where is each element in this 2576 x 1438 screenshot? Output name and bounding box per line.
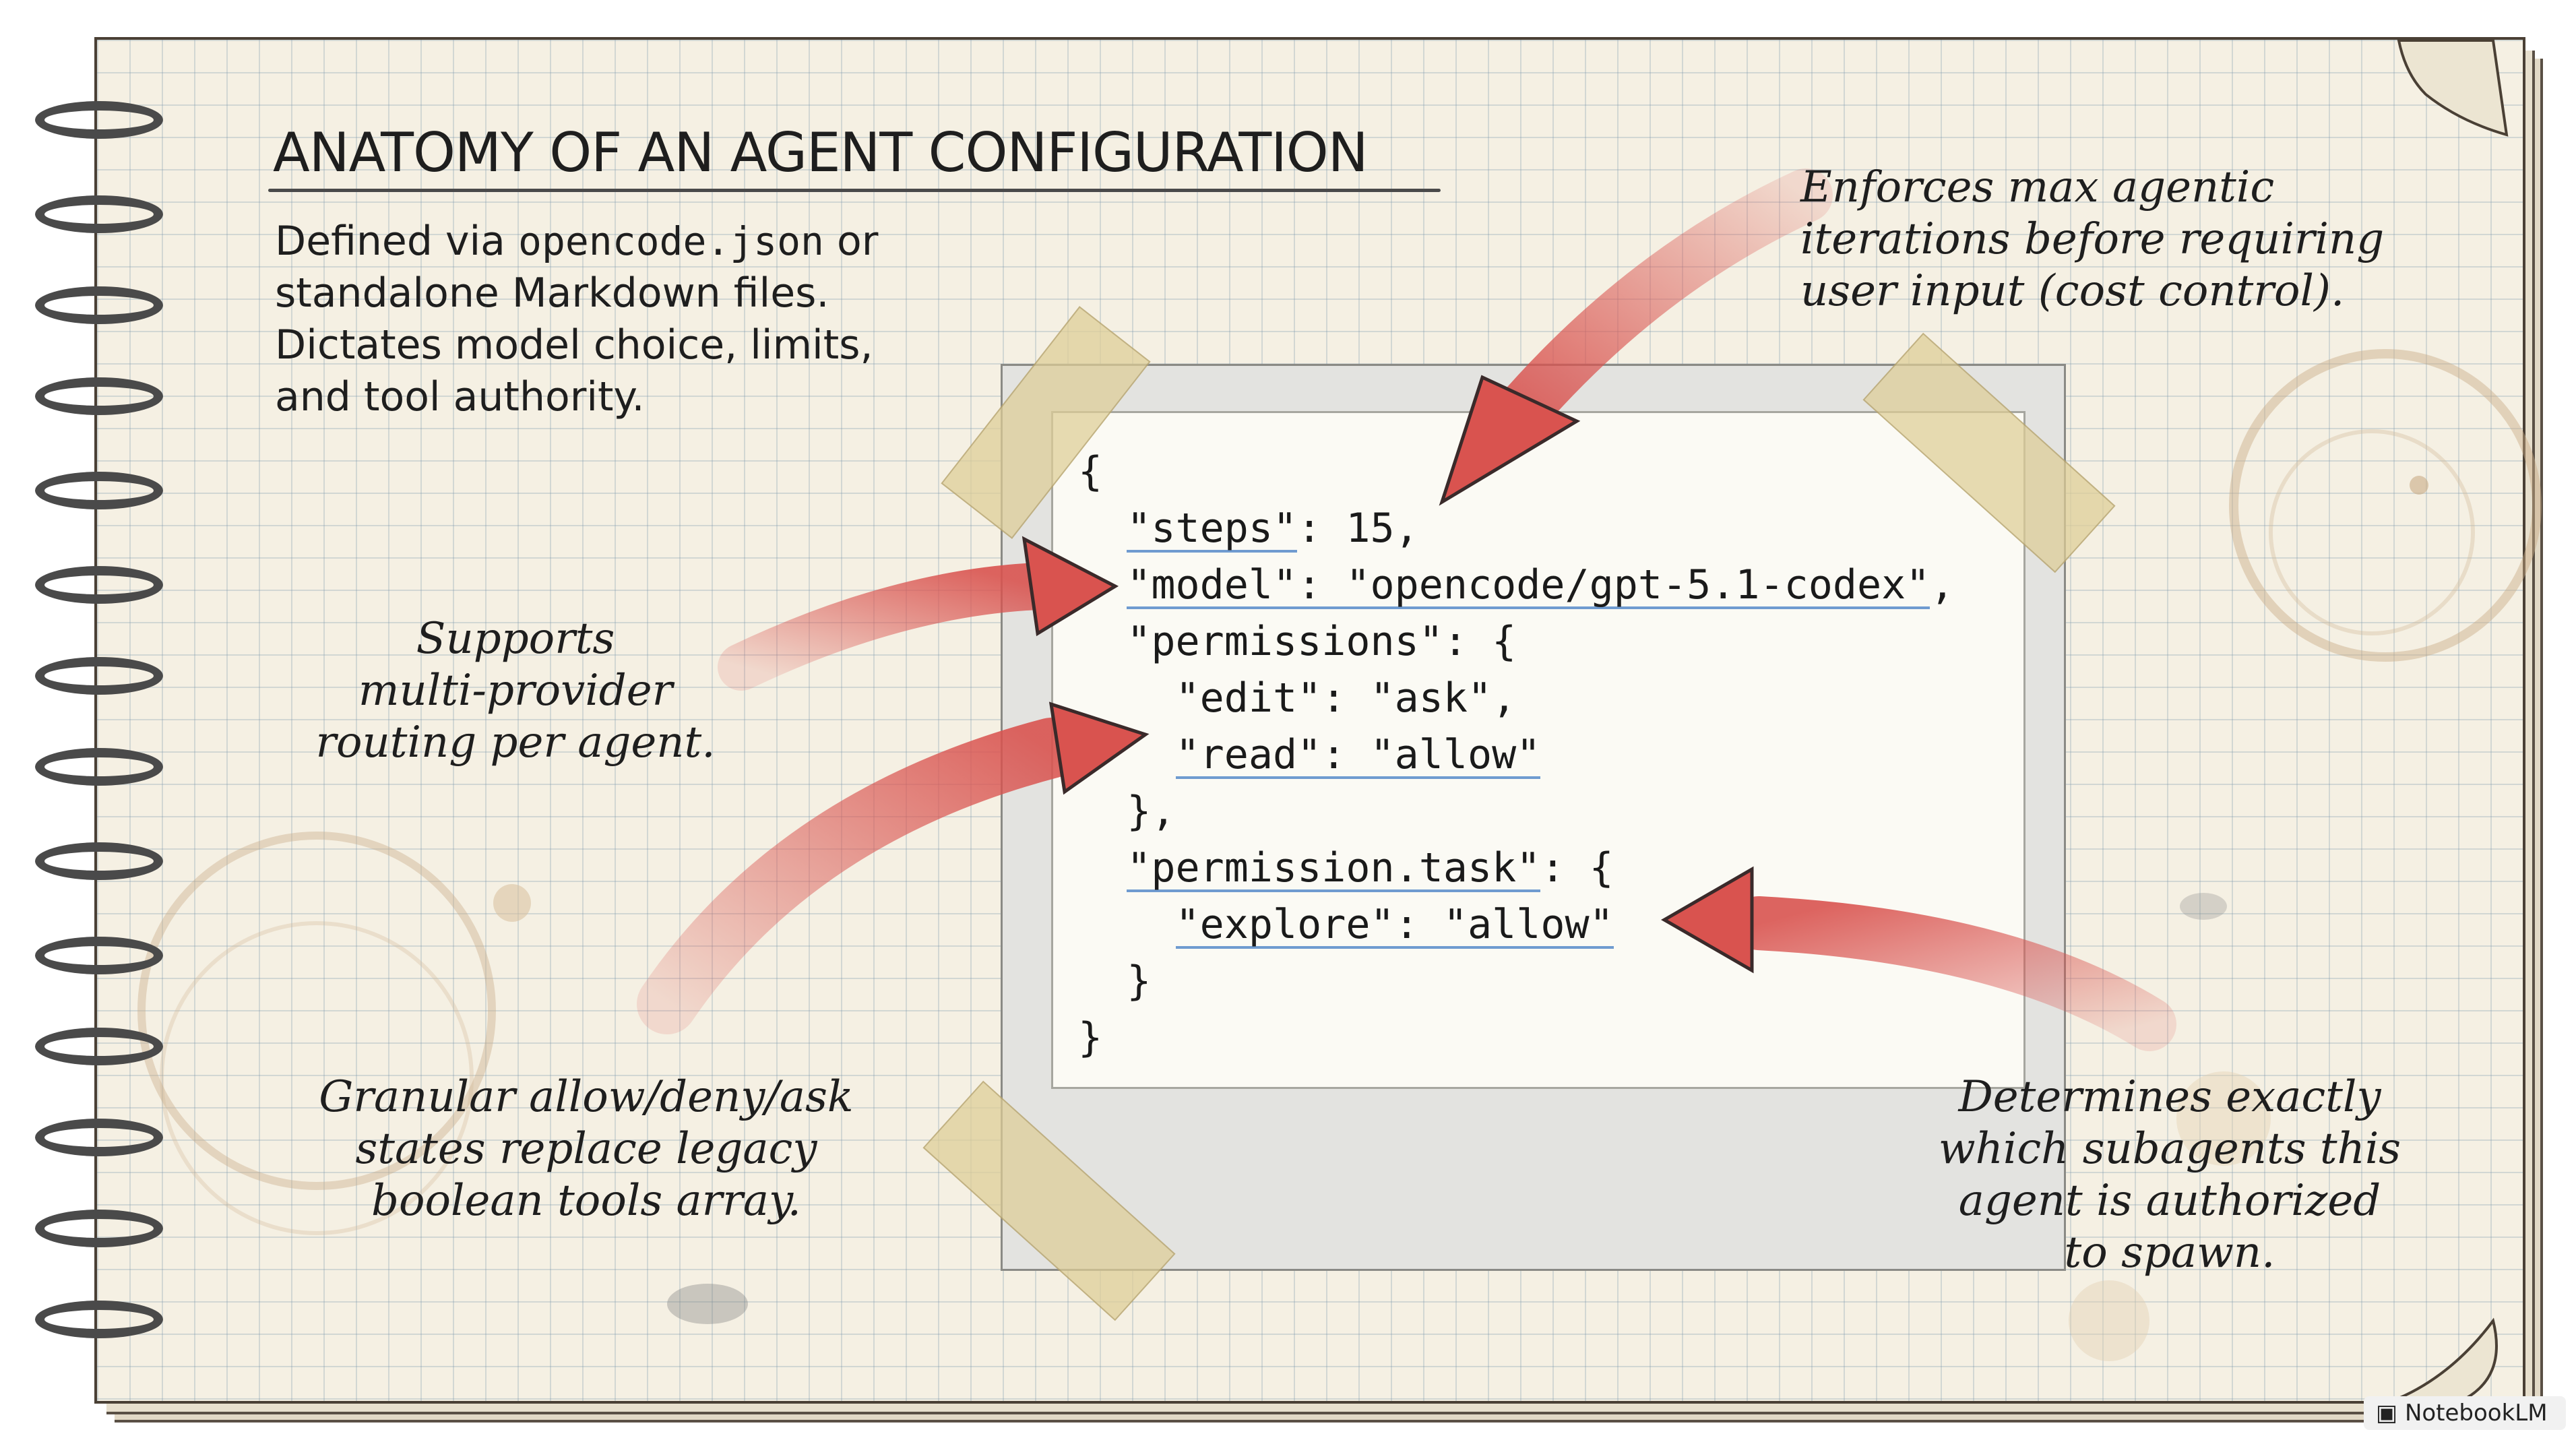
code-open-brace: { <box>1078 448 1103 495</box>
coffee-stain-spot <box>2410 476 2428 495</box>
code-permissions-close: }, <box>1127 788 1176 835</box>
arrow-model <box>718 536 1119 691</box>
code-edit-line: "edit": "ask", <box>1175 675 1517 722</box>
annotation-task-line: agent is authorized <box>1958 1176 2381 1226</box>
annotation-task-line: to spawn. <box>2064 1228 2275 1278</box>
annotation-model: Supports multi-provider routing per agen… <box>296 613 734 769</box>
coffee-stain-spot <box>2069 1280 2149 1361</box>
arrow-permissions <box>637 701 1150 1034</box>
code-permissions-line: "permissions": { <box>1127 618 1517 665</box>
annotation-steps-line: Enforces max agentic <box>1800 162 2275 212</box>
coffee-stain-ring <box>160 921 474 1235</box>
code-task-close: } <box>1127 958 1152 1005</box>
code-read-entry: "read": "allow" <box>1175 731 1541 781</box>
coffee-stain-spot <box>2176 1071 2271 1166</box>
intro-code-filename: opencode.json <box>518 218 824 264</box>
intro-text: Defined via opencode.json or standalone … <box>275 216 949 423</box>
code-model-entry: "model": "opencode/gpt-5.1-codex" <box>1127 561 1930 611</box>
code-task-key: "permission.task" <box>1127 844 1541 894</box>
code-task-open: : { <box>1540 844 1614 892</box>
annotation-model-line: Supports <box>416 614 615 664</box>
ink-smudge <box>2180 893 2227 920</box>
annotation-steps: Enforces max agentic iterations before r… <box>1800 162 2384 317</box>
code-steps-key: "steps" <box>1127 505 1298 555</box>
annotation-task: Determines exactly which subagents this … <box>1914 1071 2426 1279</box>
annotation-model-line: multi-provider <box>358 666 673 716</box>
coffee-stain-ring <box>2229 349 2542 662</box>
arrow-task <box>1660 866 2176 1051</box>
ink-smudge <box>667 1284 748 1324</box>
annotation-model-line: routing per agent. <box>315 718 716 768</box>
annotation-permissions-line: boolean tools array. <box>371 1176 802 1226</box>
intro-part-2: or standalone Markdown files. Dictates m… <box>275 218 879 420</box>
annotation-permissions-line: states replace legacy <box>355 1124 817 1174</box>
annotation-task-line: Determines exactly <box>1958 1072 2381 1122</box>
annotation-task-line: which subagents this <box>1938 1124 2401 1174</box>
coffee-stain-ring <box>137 832 496 1190</box>
notebooklm-logo: ▣ NotebookLM <box>2364 1396 2566 1430</box>
coffee-stain-ring <box>2269 429 2475 635</box>
code-close-brace: } <box>1078 1014 1103 1061</box>
annotation-permissions-line: Granular allow/deny/ask <box>319 1072 854 1122</box>
title-underline <box>268 189 1441 192</box>
notebooklm-icon: ▣ <box>2376 1400 2398 1427</box>
config-code-block: { "steps": 15, "model": "opencode/gpt-5.… <box>1078 443 1954 1066</box>
intro-part-1: Defined via <box>275 218 519 265</box>
annotation-steps-line: iterations before requiring <box>1800 214 2385 264</box>
code-model-comma: , <box>1930 561 1955 608</box>
curled-corner <box>2397 39 2509 137</box>
code-explore-entry: "explore": "allow" <box>1175 901 1614 951</box>
annotation-steps-line: user input (cost control). <box>1800 266 2345 316</box>
logo-text: NotebookLM <box>2404 1400 2548 1427</box>
annotation-permissions: Granular allow/deny/ask states replace l… <box>296 1071 876 1227</box>
coffee-stain-spot <box>493 884 531 922</box>
code-steps-value: : 15, <box>1297 505 1419 552</box>
arrow-steps <box>1439 168 1833 506</box>
page-title: ANATOMY OF AN AGENT CONFIGURATION <box>273 121 1369 184</box>
